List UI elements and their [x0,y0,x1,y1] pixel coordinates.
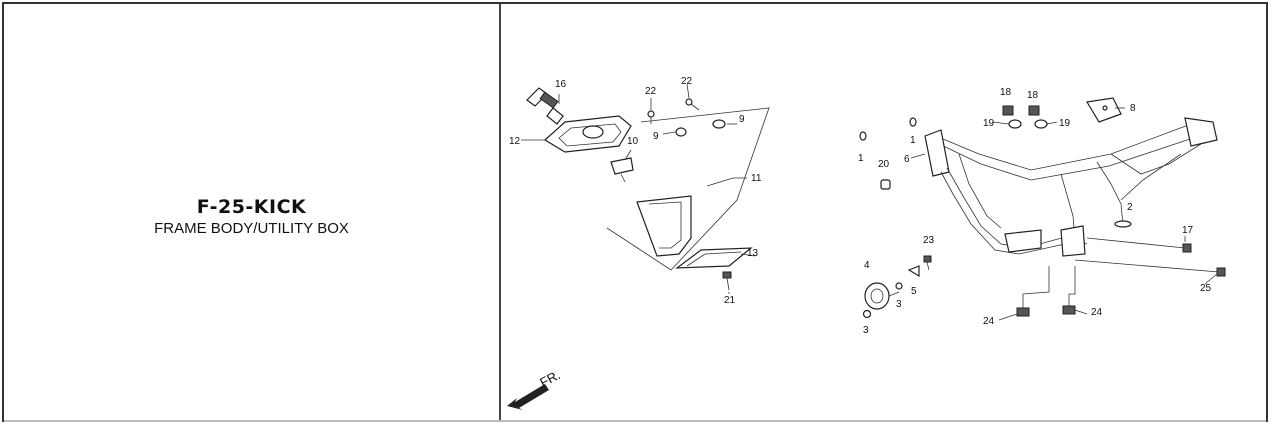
exploded-view: 16 12 22 22 9 9 10 11 13 21 18 18 19 19 … [507,76,1226,410]
part-16-lock[interactable] [526,87,564,125]
callout-leaders [521,83,1218,321]
callout-8: 8 [1130,103,1136,114]
parts-diagram: 16 12 22 22 9 9 10 11 13 21 18 18 19 19 … [501,4,1267,418]
diagram-code: F-25-KICK [196,196,307,218]
callout-4: 4 [864,260,870,271]
part-5-bracket[interactable] [907,265,920,278]
part-3-nut-a[interactable] [895,282,903,290]
panel-divider [499,4,501,422]
callout-12: 12 [509,136,521,147]
part-4-horn[interactable] [864,282,900,310]
part-23-bolt[interactable] [923,255,932,271]
part-6-frame[interactable] [924,117,1218,257]
callout-2: 2 [1127,202,1133,213]
callout-23: 23 [923,235,935,246]
callout-10: 10 [627,136,639,147]
part-21-bolt[interactable] [722,271,732,291]
title-block: F-25-KICK FRAME BODY/UTILITY BOX [4,196,499,237]
title-panel: F-25-KICK FRAME BODY/UTILITY BOX [4,4,499,422]
part-24-bolt-b[interactable] [1062,294,1076,315]
front-arrow-icon [507,384,549,410]
part-1-cap-b[interactable] [909,117,917,127]
part-19-washer-b[interactable] [1034,119,1048,129]
callout-24-b: 24 [1091,307,1103,318]
callout-18-a: 18 [1000,87,1012,98]
part-8-plate[interactable] [1086,97,1122,123]
callout-1-b: 1 [910,135,916,146]
callout-19-a: 19 [983,118,995,129]
callout-22-b: 22 [681,76,693,87]
callout-9-b: 9 [739,114,745,125]
callout-24-a: 24 [983,316,995,327]
callout-19-b: 19 [1059,118,1071,129]
part-11-utility-box[interactable] [606,107,770,271]
callout-11: 11 [751,173,762,184]
callout-3-b: 3 [863,325,869,336]
part-22-screw-b[interactable] [685,98,700,111]
callout-16: 16 [555,79,567,90]
part-13-cover[interactable] [675,247,753,269]
callout-1-a: 1 [858,153,864,164]
callout-6: 6 [904,154,910,165]
callout-13: 13 [747,248,759,259]
part-20-plug[interactable] [880,179,891,190]
callout-21: 21 [724,295,736,306]
part-22-screw-a[interactable] [647,110,655,124]
callout-20: 20 [878,159,890,170]
callout-3-a: 3 [896,299,902,310]
part-19-washer-a[interactable] [1008,119,1022,129]
part-2-washer[interactable] [1114,220,1132,228]
callout-17: 17 [1182,225,1194,236]
part-10-clip[interactable] [610,157,634,183]
callout-22-a: 22 [645,86,657,97]
part-24-bolt-a[interactable] [1016,294,1030,317]
part-9-grommet-b[interactable] [712,119,726,129]
part-18-nut-b[interactable] [1028,105,1040,116]
bolt-leader-lines [1022,266,1076,295]
part-9-grommet-a[interactable] [675,127,687,137]
callout-25: 25 [1200,283,1212,294]
part-1-cap-a[interactable] [859,131,867,141]
callout-18-b: 18 [1027,90,1039,101]
part-17-bolt[interactable] [1086,237,1192,253]
callout-9-a: 9 [653,131,659,142]
callout-5: 5 [911,286,917,297]
part-18-nut-a[interactable] [1002,105,1014,116]
part-12-box-lid[interactable] [543,115,632,153]
bottom-edge [4,420,1266,422]
part-3-nut-b[interactable] [862,309,872,319]
part-25-bolt[interactable] [1074,259,1226,277]
diagram-description: FRAME BODY/UTILITY BOX [154,220,349,237]
